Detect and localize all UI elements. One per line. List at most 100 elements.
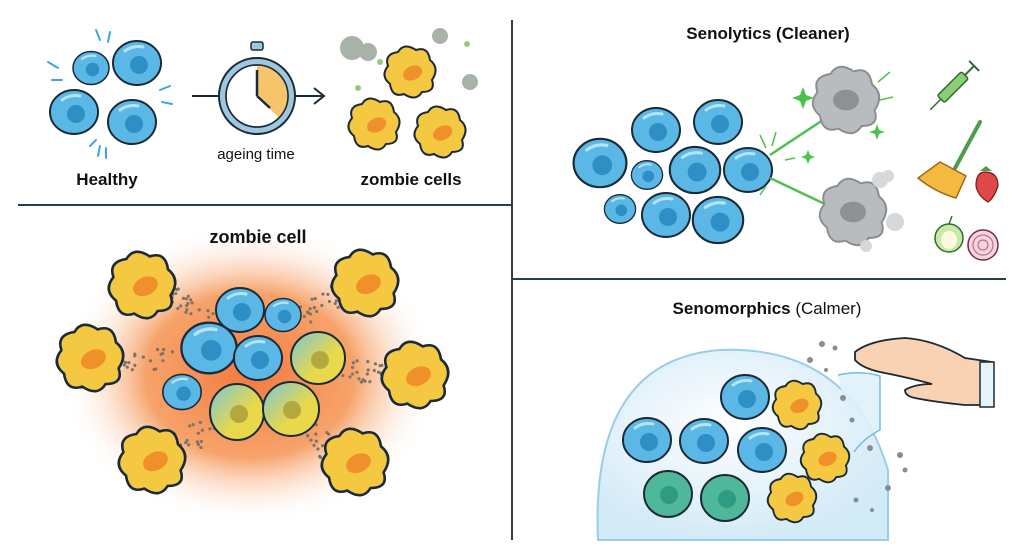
sasp-particle bbox=[161, 347, 166, 351]
transforming-cell bbox=[290, 331, 346, 385]
sasp-particle bbox=[179, 304, 183, 308]
sasp-particle bbox=[317, 454, 322, 459]
sasp-particle bbox=[327, 299, 332, 304]
sasp-particle bbox=[320, 303, 324, 308]
sasp-particle bbox=[314, 432, 318, 436]
shield-icon bbox=[837, 372, 881, 453]
debris bbox=[860, 170, 904, 252]
transforming-cell bbox=[262, 381, 320, 437]
sasp-particle bbox=[185, 303, 189, 308]
sasp-particle bbox=[308, 307, 312, 311]
zombie-cells-label: zombie cells bbox=[360, 170, 462, 189]
zombie-cell bbox=[107, 250, 177, 320]
vertical-divider bbox=[511, 20, 513, 540]
sasp-particle bbox=[366, 359, 370, 364]
sasp-particle bbox=[195, 440, 200, 444]
sasp-particle bbox=[148, 359, 153, 363]
sasp-particle bbox=[315, 309, 319, 314]
sasp-particle bbox=[189, 312, 193, 316]
sasp-particle bbox=[321, 444, 325, 448]
zombie-cell bbox=[320, 427, 390, 497]
healthy-cell bbox=[111, 39, 163, 87]
sasp-particle bbox=[141, 355, 145, 359]
sasp-particle bbox=[309, 320, 313, 324]
zombie-cell bbox=[380, 340, 450, 410]
hand-icon bbox=[854, 337, 995, 408]
ageing-time-label: ageing time bbox=[217, 146, 295, 163]
transforming-cell bbox=[209, 383, 265, 441]
dying-zombie-cell bbox=[818, 177, 888, 247]
healthy-cell bbox=[263, 297, 303, 333]
sasp-particle bbox=[184, 310, 188, 314]
sasp-particle bbox=[348, 375, 352, 379]
healthy-cell bbox=[106, 98, 158, 146]
healthy-cell bbox=[630, 159, 664, 191]
sasp-particle bbox=[372, 368, 376, 373]
sasp-particle bbox=[206, 309, 210, 313]
calm-cell bbox=[643, 470, 693, 518]
sparkle-icon bbox=[792, 87, 885, 164]
zombie-cell bbox=[383, 45, 437, 99]
zombie-cell bbox=[799, 432, 851, 484]
sasp-particle bbox=[184, 440, 188, 445]
sasp-particle bbox=[191, 423, 195, 427]
sasp-particle bbox=[127, 361, 131, 365]
calm-cell bbox=[700, 474, 750, 522]
sasp-particle bbox=[313, 296, 317, 301]
sasp-particle bbox=[355, 370, 359, 374]
sasp-particle bbox=[154, 367, 158, 371]
sasp-particle bbox=[198, 420, 202, 425]
sasp-particle bbox=[174, 291, 178, 296]
sasp-particle bbox=[170, 350, 174, 354]
zombie-cell bbox=[347, 97, 401, 151]
sasp-particle bbox=[133, 354, 137, 358]
stopwatch-icon bbox=[192, 41, 326, 135]
sasp-particle bbox=[302, 314, 306, 319]
healthy-cell bbox=[640, 191, 692, 239]
sasp-particle bbox=[176, 287, 180, 291]
sasp-particle bbox=[321, 292, 325, 296]
sasp-particle bbox=[336, 305, 340, 309]
sparkle-lines bbox=[47, 29, 173, 159]
sasp-particle bbox=[351, 361, 356, 365]
healthy-cell bbox=[719, 373, 771, 421]
sasp-particle bbox=[130, 368, 135, 372]
onion-icon bbox=[967, 229, 999, 261]
healthy-cell bbox=[179, 320, 239, 376]
senomorphics-title: Senomorphics (Calmer) bbox=[673, 299, 862, 319]
sasp-particle bbox=[310, 297, 314, 301]
healthy-cell bbox=[48, 88, 100, 136]
sasp-particle bbox=[197, 308, 201, 312]
healthy-cell bbox=[621, 416, 673, 464]
sasp-particle bbox=[314, 439, 318, 443]
smoke-icon bbox=[340, 28, 478, 90]
sasp-particle bbox=[373, 362, 378, 366]
sasp-particle bbox=[161, 359, 165, 363]
sasp-particle bbox=[312, 305, 317, 310]
zombie-cell bbox=[330, 248, 400, 318]
sasp-particle bbox=[207, 315, 211, 319]
sasp-particle bbox=[312, 443, 316, 447]
healthy-cell bbox=[722, 146, 774, 194]
sasp-particle bbox=[327, 432, 331, 436]
sasp-particle bbox=[350, 365, 355, 370]
sasp-particle bbox=[306, 311, 311, 315]
sasp-particle bbox=[208, 427, 212, 431]
healthy-cell bbox=[571, 137, 629, 189]
sasp-particle bbox=[378, 364, 382, 368]
healthy-cells-group bbox=[47, 29, 173, 159]
sasp-particle bbox=[125, 365, 129, 369]
sasp-particle bbox=[211, 312, 215, 316]
sasp-particle bbox=[341, 373, 345, 378]
horizontal-divider-left bbox=[18, 204, 511, 206]
healthy-cell bbox=[630, 106, 682, 154]
sasp-particle bbox=[176, 306, 180, 311]
zombie-cell-title: zombie cell bbox=[209, 227, 307, 247]
zombie-cell bbox=[413, 105, 467, 159]
sasp-particle bbox=[333, 301, 337, 306]
sasp-particle bbox=[188, 424, 192, 428]
healthy-cell bbox=[736, 426, 788, 474]
sasp-particle bbox=[199, 439, 203, 444]
blocked-particles bbox=[807, 341, 908, 512]
